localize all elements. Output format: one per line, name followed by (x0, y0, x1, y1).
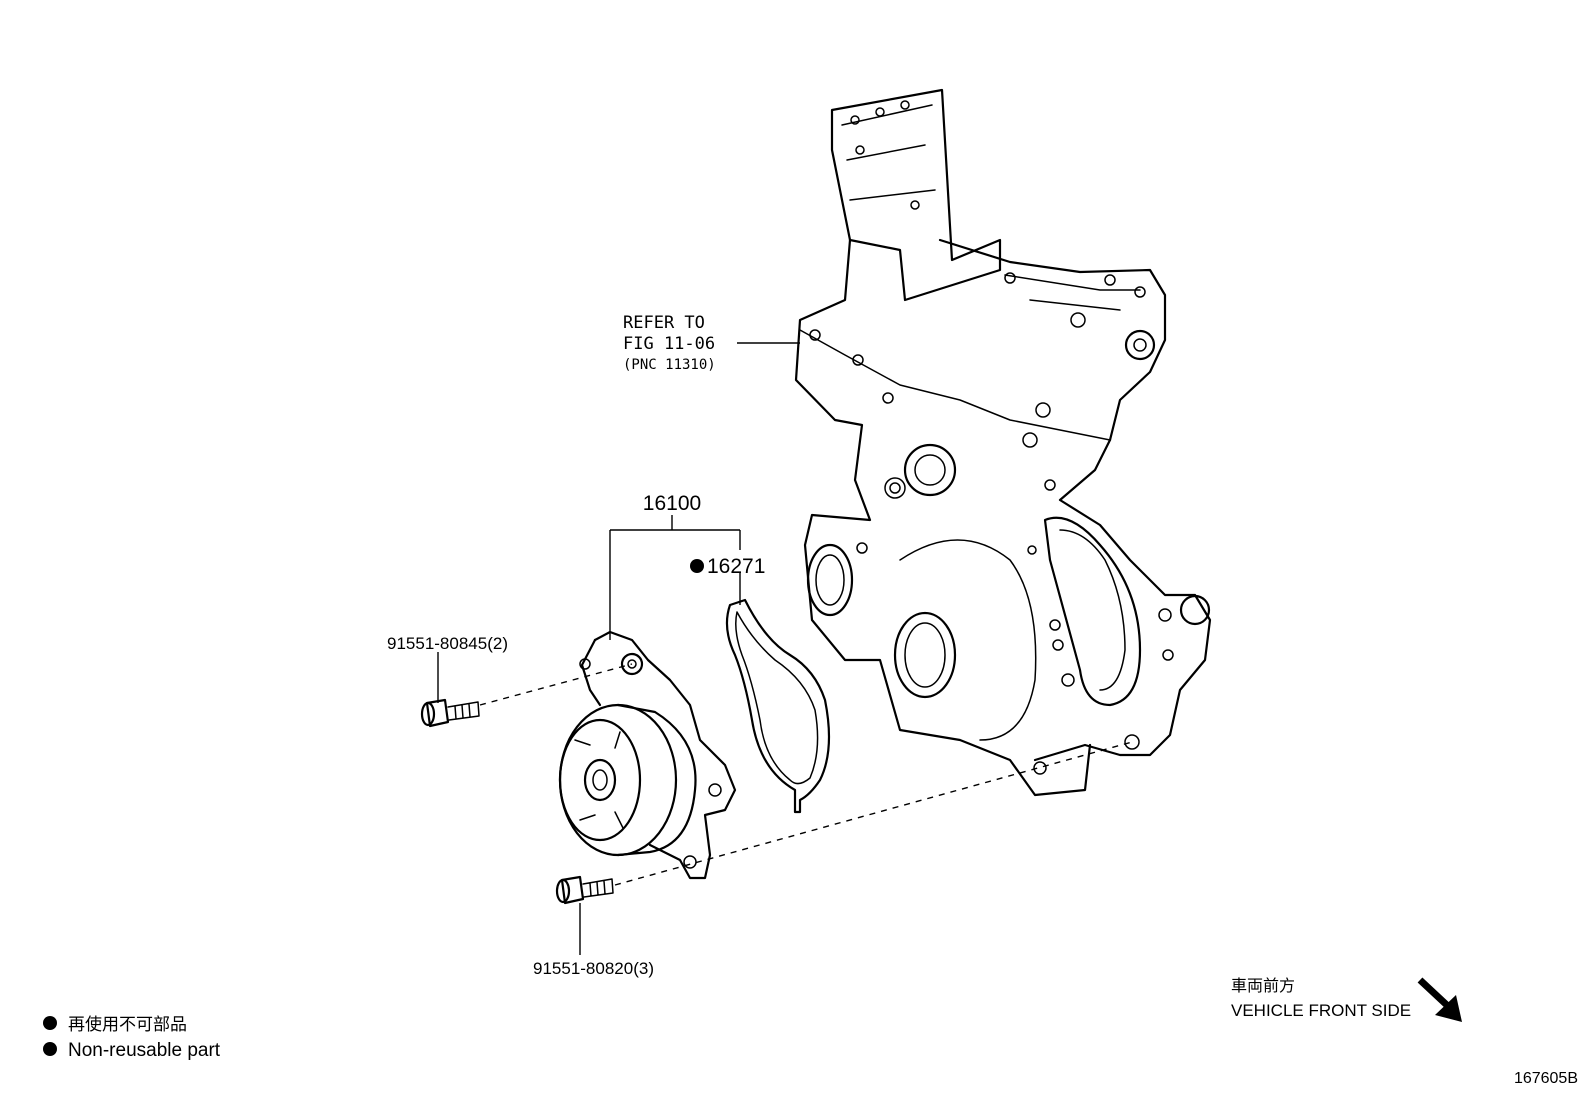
refer-fig-line: FIG 11-06 (623, 334, 715, 354)
timing-chain-cover-illustration (794, 88, 1212, 797)
part-number-16271: 16271 (707, 555, 765, 578)
water-pump-illustration (558, 630, 737, 880)
filled-circle-icon (43, 1016, 57, 1030)
legend-jp-label: 再使用不可部品 (68, 1014, 187, 1034)
vehicle-front-en-label: VEHICLE FRONT SIDE (1231, 1001, 1411, 1020)
filled-circle-icon (690, 559, 704, 573)
part-number-bolt-upper: 91551-80845(2) (387, 634, 508, 653)
figure-id: 167605B (1514, 1070, 1578, 1087)
diagonal-arrow-icon (1417, 977, 1462, 1022)
legend-en-label: Non-reusable part (68, 1040, 221, 1061)
gasket-illustration (725, 598, 831, 814)
part-number-bolt-lower: 91551-80820(3) (533, 959, 654, 978)
bolt-lower-illustration (555, 875, 614, 905)
alignment-line-upper (479, 663, 633, 706)
leader-lines (437, 342, 800, 955)
filled-circle-icon (43, 1042, 57, 1056)
vehicle-front-jp-label: 車両前方 (1231, 977, 1295, 995)
alignment-line-lower (614, 741, 1133, 886)
part-number-16100: 16100 (643, 492, 701, 515)
refer-pnc-line: (PNC 11310) (623, 357, 716, 373)
refer-to-line: REFER TO (623, 313, 705, 333)
bolt-upper-illustration (420, 698, 480, 728)
